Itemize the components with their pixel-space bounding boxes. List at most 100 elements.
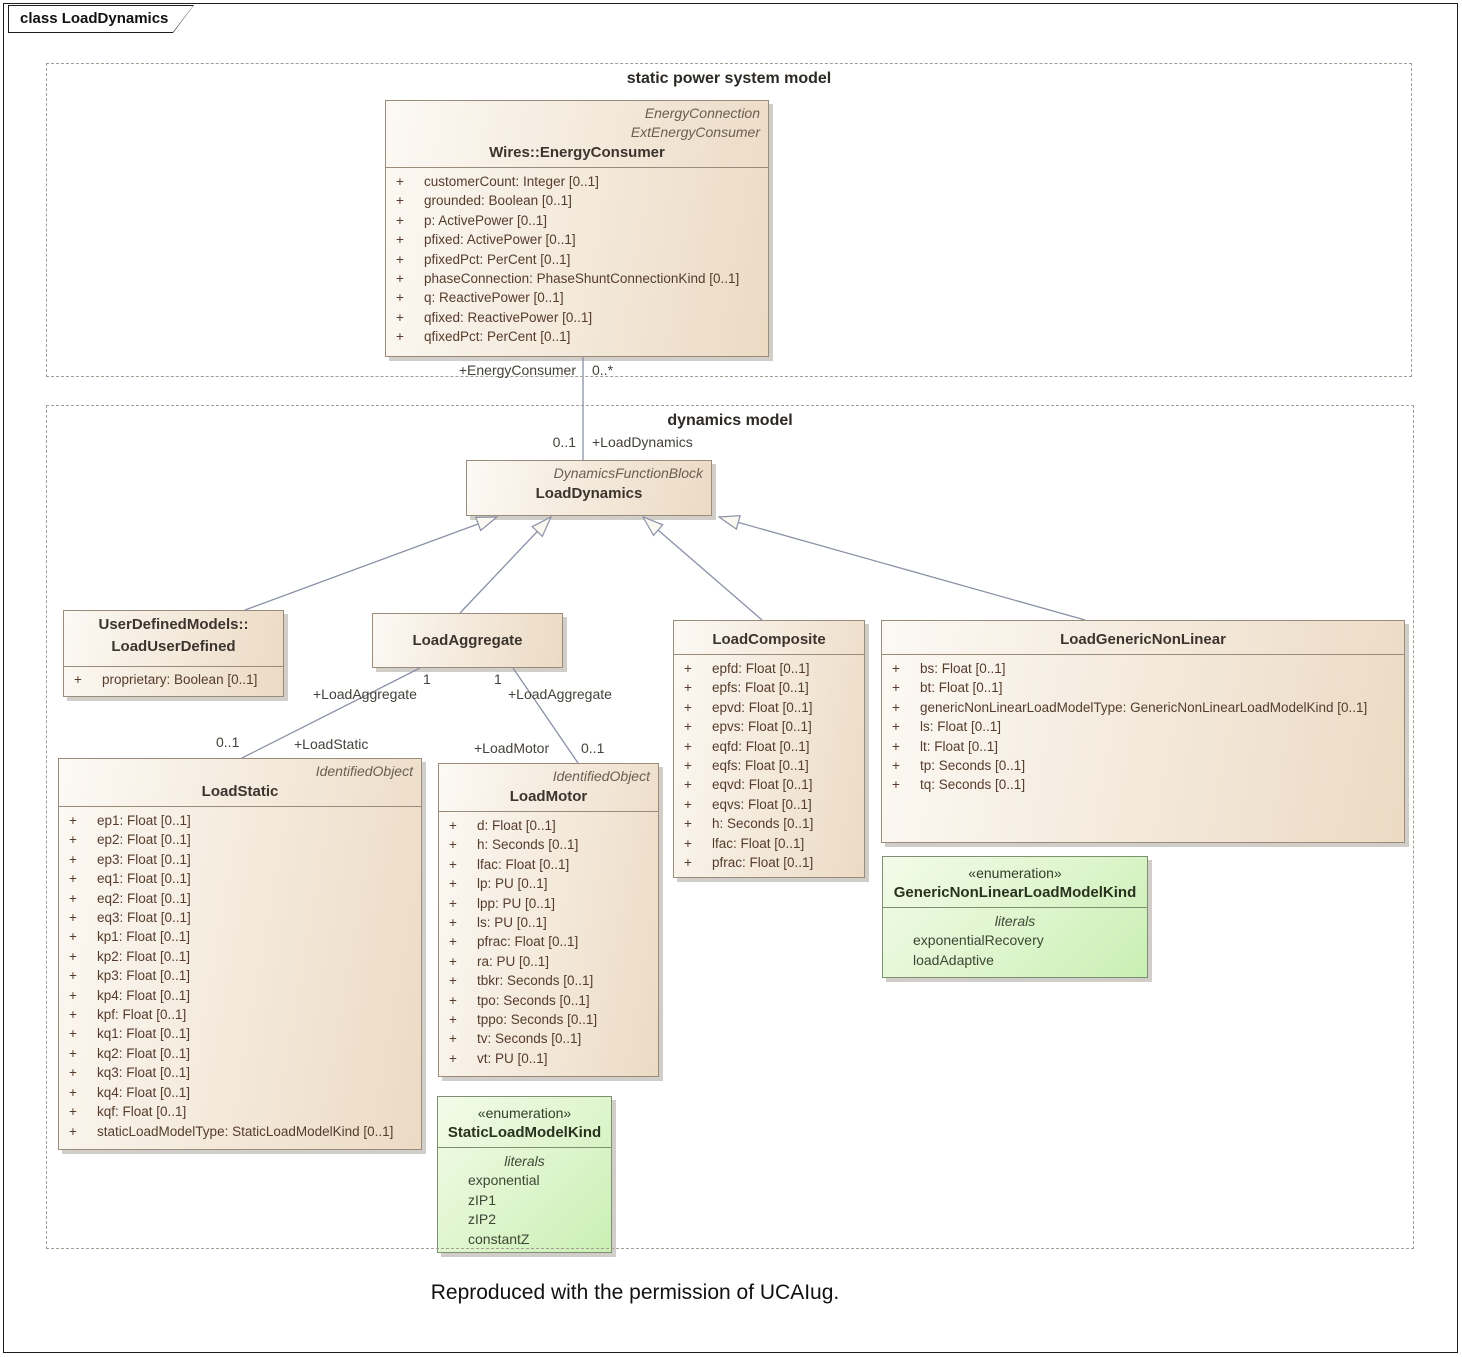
attribute-text: h: Seconds [0..1]: [712, 816, 814, 832]
visibility-plus: +: [892, 699, 900, 715]
attribute-text: eq3: Float [0..1]: [97, 910, 191, 926]
attribute-row: +kp4: Float [0..1]: [59, 986, 421, 1005]
attribute-text: kp4: Float [0..1]: [97, 987, 191, 1003]
attribute-text: ep3: Float [0..1]: [97, 851, 191, 867]
attribute-row: +q: ReactivePower [0..1]: [386, 288, 768, 307]
class-loadgenericnonlinear[interactable]: LoadGenericNonLinear +bs: Float [0..1] +…: [881, 620, 1405, 843]
visibility-plus: +: [684, 855, 692, 871]
enum-genericnonlinearloadmodelkind[interactable]: «enumeration» GenericNonLinearLoadModelK…: [882, 856, 1148, 978]
attribute-text: d: Float [0..1]: [477, 818, 556, 833]
attribute-row: +pfrac: Float [0..1]: [674, 853, 864, 872]
attribute-text: lfac: Float [0..1]: [477, 856, 570, 872]
attribute-row: +kq3: Float [0..1]: [59, 1063, 421, 1082]
visibility-plus: +: [684, 738, 692, 754]
class-loaddynamics[interactable]: DynamicsFunctionBlock LoadDynamics: [466, 460, 712, 516]
attribute-text: ls: Float [0..1]: [920, 719, 1002, 735]
figure-caption: Reproduced with the permission of UCAIug…: [430, 1281, 840, 1304]
visibility-plus: +: [684, 680, 692, 696]
attribute-row: +eq2: Float [0..1]: [59, 889, 421, 908]
class-loadmotor[interactable]: IdentifiedObject LoadMotor + d: Float [0.…: [438, 763, 659, 1077]
attribute-row: +ep3: Float [0..1]: [59, 850, 421, 869]
role-label-loadstatic: +LoadStatic: [294, 736, 369, 752]
loadmotor-name: LoadMotor: [509, 788, 588, 805]
attribute-row: +pfixedPct: PerCent [0..1]: [386, 250, 768, 269]
visibility-plus: +: [449, 1031, 457, 1047]
class-loadstatic[interactable]: IdentifiedObject LoadStatic +ep1: Float …: [58, 758, 422, 1150]
loaduserdefined-name-line2: LoadUserDefined: [111, 638, 236, 655]
literals-label: literals: [504, 1153, 545, 1169]
attribute-text: lp: PU [0..1]: [477, 876, 548, 892]
attribute-row: +h: Seconds [0..1]: [674, 814, 864, 833]
attribute-row: +pfrac: Float [0..1]: [439, 932, 658, 951]
attribute-text: genericNonLinearLoadModelType: GenericNo…: [920, 699, 1368, 715]
attribute-text: proprietary: Boolean [0..1]: [102, 672, 258, 687]
attribute-text: eqvs: Float [0..1]: [712, 796, 812, 812]
attribute-text: eqfd: Float [0..1]: [712, 738, 810, 754]
attribute-text: lt: Float [0..1]: [920, 738, 999, 754]
attribute-text: tp: Seconds [0..1]: [920, 758, 1026, 774]
visibility-plus: +: [396, 174, 404, 189]
visibility-plus: +: [449, 876, 457, 892]
class-loadcomposite[interactable]: LoadComposite +epfd: Float [0..1] +epfs:…: [673, 620, 865, 878]
visibility-plus: +: [69, 948, 77, 964]
loadmotor-parent: IdentifiedObject: [552, 768, 650, 784]
visibility-plus: +: [69, 1007, 77, 1023]
loadstatic-name: LoadStatic: [201, 783, 279, 800]
enum-literal: zIP2: [468, 1211, 497, 1227]
attribute-text: qfixed: ReactivePower [0..1]: [424, 309, 593, 325]
attribute-row: + genericNonLinearLoadModelType: GenericN…: [882, 698, 1404, 717]
attribute-row: +eqfs: Float [0..1]: [674, 756, 864, 775]
enum-literal: exponential: [468, 1172, 540, 1188]
enum-literal: zIP1: [468, 1191, 497, 1208]
visibility-plus: +: [396, 309, 404, 325]
attribute-text: kq4: Float [0..1]: [97, 1084, 191, 1100]
mult-label-energyconsumer: 0..*: [592, 362, 614, 378]
attribute-row: +tpo: Seconds [0..1]: [439, 991, 658, 1010]
role-label-energyconsumer: +EnergyConsumer: [458, 362, 576, 378]
visibility-plus: +: [892, 680, 900, 696]
visibility-plus: +: [892, 777, 900, 793]
attribute-row: + ep2: Float [0..1]: [59, 830, 421, 849]
enum-literal: constantZ: [468, 1230, 530, 1247]
attribute-row: +kq4: Float [0..1]: [59, 1083, 421, 1102]
attribute-row: +eq3: Float [0..1]: [59, 908, 421, 927]
attribute-row: +kp1: Float [0..1]: [59, 927, 421, 946]
visibility-plus: +: [684, 719, 692, 735]
attribute-row: +epfd: Float [0..1]: [674, 659, 864, 678]
loadstatic-attributes: +ep1: Float [0..1] +ep2: Float [0..1] +e…: [59, 807, 421, 1141]
class-loadaggregate[interactable]: LoadAggregate: [372, 613, 563, 668]
attribute-row: +ep1: Float [0..1]: [59, 811, 421, 830]
visibility-plus: +: [684, 777, 692, 793]
enum-staticloadmodelkind[interactable]: «enumeration» StaticLoadModelKind litera…: [437, 1096, 612, 1253]
mult-label-loadstatic: 0..1: [216, 734, 240, 750]
attribute-row: +epvd: Float [0..1]: [674, 698, 864, 717]
attribute-row: +proprietary: Boolean [0..1]: [64, 670, 283, 689]
attribute-row: +tq: Seconds [0..1]: [882, 775, 1404, 794]
visibility-plus: +: [449, 973, 457, 989]
attribute-row: +tppo: Seconds [0..1]: [439, 1010, 658, 1029]
attribute-text: ep2: Float [0..1]: [97, 832, 191, 848]
class-wires-energyconsumer[interactable]: EnergyConnection ExtEnergyConsumer Wires…: [385, 100, 769, 357]
attribute-text: pfixed: ActivePower [0..1]: [424, 232, 576, 248]
attribute-row: +epfs: Float [0..1]: [674, 678, 864, 697]
attribute-row: +phaseConnection: PhaseShuntConnectionKi…: [386, 269, 768, 288]
visibility-plus: +: [892, 719, 900, 735]
visibility-plus: +: [449, 818, 457, 833]
visibility-plus: +: [892, 738, 900, 754]
visibility-plus: +: [69, 929, 77, 945]
attribute-row: +ra: PU [0..1]: [439, 952, 658, 971]
enum-stereotype: «enumeration»: [477, 1105, 572, 1121]
enum-literals: exponentialRecovery loadAdaptive: [883, 931, 1147, 970]
visibility-plus: +: [892, 758, 900, 774]
class-loaduserdefined[interactable]: UserDefinedModels:: LoadUserDefined +pro…: [63, 610, 284, 697]
visibility-plus: +: [69, 832, 77, 848]
attribute-text: bt: Float [0..1]: [920, 680, 1003, 696]
mult-label-agg-motor-source: 1: [494, 671, 502, 687]
attribute-text: tpo: Seconds [0..1]: [477, 992, 590, 1008]
role-label-loaddynamics: +LoadDynamics: [592, 434, 693, 450]
attribute-text: eqfs: Float [0..1]: [712, 758, 809, 774]
attribute-row: +h: Seconds [0..1]: [439, 835, 658, 854]
visibility-plus: +: [892, 661, 900, 676]
attribute-text: tppo: Seconds [0..1]: [477, 1012, 598, 1028]
attribute-text: kp2: Float [0..1]: [97, 948, 191, 964]
